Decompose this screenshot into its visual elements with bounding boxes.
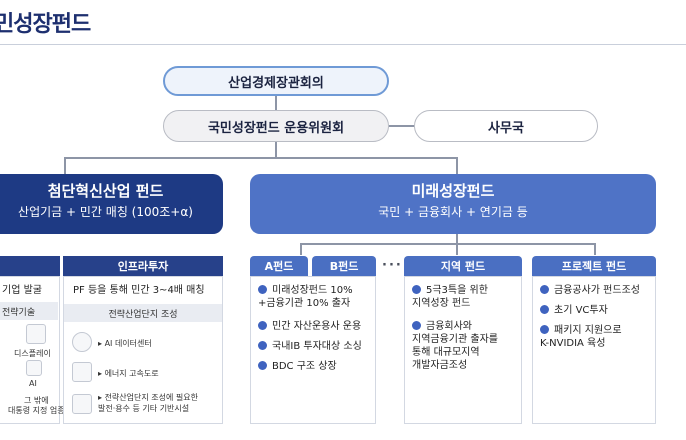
icon-label-ai: AI	[29, 379, 37, 388]
bullet-icon	[258, 341, 267, 350]
infra-row-power: ▸ 전략산업단지 조성에 필요한 발전·용수 등 기타 기반시설	[98, 393, 198, 413]
fund-steering-committee: 국민성장펀드 운용위원회	[163, 110, 389, 142]
bullet-icon	[258, 321, 267, 330]
project-item-2-text: 초기 VC투자	[554, 305, 608, 316]
ab-item-1: 미래성장펀드 10% +금융기관 10% 출자	[258, 284, 353, 310]
bullet-icon	[540, 325, 549, 334]
project-item-3-text: 패키지 지원으로 K-NVIDIA 육성	[540, 325, 622, 349]
future-growth-fund: 미래성장펀드 국민 + 금융회사 + 연기금 등	[250, 174, 656, 234]
connector-ab	[300, 243, 302, 255]
infra-power-label: 전략산업단지 조성에 필요한 발전·용수 등 기타 기반시설	[98, 393, 198, 413]
icon-label-display: 디스플레이	[14, 349, 51, 358]
more-funds-ellipsis: ···	[382, 258, 403, 273]
datacenter-icon	[72, 332, 92, 352]
project-item-1: 금융공사가 펀드조성	[540, 284, 640, 297]
connector-right-sub-horizontal	[300, 243, 596, 245]
ab-item-1-text: 미래성장펀드 10% +금융기관 10% 출자	[258, 285, 353, 309]
regional-item-2-text: 금융회사와 지역금융기관 출자를 통해 대규모지역 개발자금조성	[412, 321, 498, 371]
left-col1-item: 기업 발굴	[2, 285, 42, 296]
connector-top	[275, 96, 277, 110]
left-col2-header: 인프라투자	[63, 256, 223, 276]
future-growth-fund-subtitle: 국민 + 금융회사 + 연기금 등	[378, 205, 528, 219]
project-item-2: 초기 VC투자	[540, 304, 608, 317]
title-divider	[0, 44, 686, 45]
connector-committee-down	[275, 142, 277, 158]
regional-fund-header: 지역 펀드	[404, 256, 522, 276]
ab-item-3: 국내IB 투자대상 소싱	[258, 340, 362, 353]
ab-item-3-text: 국내IB 투자대상 소싱	[272, 341, 362, 352]
highway-icon	[72, 362, 92, 382]
fund-b-header: B펀드	[312, 256, 376, 276]
left-col2-item: PF 등을 통해 민간 3~4배 매칭	[73, 285, 205, 296]
ab-item-2: 민간 자산운용사 운용	[258, 320, 361, 333]
connector-horizontal	[64, 157, 458, 159]
advanced-industry-fund: 첨단혁신산업 펀드 산업기금 + 민간 매칭 (100조+α)	[0, 174, 223, 234]
connector-project	[594, 243, 596, 255]
page-title: 민성장펀드	[0, 12, 91, 37]
left-col1-panel	[0, 276, 60, 424]
ab-fund-panel	[250, 276, 376, 424]
icon-label-other-industries: 그 밖에 대통령 지정 업종	[8, 396, 65, 415]
bullet-icon	[258, 361, 267, 370]
advanced-industry-fund-title: 첨단혁신산업 펀드	[47, 182, 164, 200]
ab-item-4: BDC 구조 상장	[258, 360, 337, 373]
infra-highway-label: 에너지 고속도로	[104, 369, 159, 378]
secretariat: 사무국	[414, 110, 598, 142]
project-item-1-text: 금융공사가 펀드조성	[554, 285, 640, 296]
fund-a-header: A펀드	[250, 256, 308, 276]
ab-item-4-text: BDC 구조 상장	[272, 361, 337, 372]
advanced-industry-fund-subtitle: 산업기금 + 민간 매칭 (100조+α)	[18, 205, 193, 219]
bullet-icon	[412, 285, 421, 294]
infra-row-highway: ▸ 에너지 고속도로	[98, 369, 159, 378]
ai-icon	[26, 360, 42, 376]
connector-right-sub-stem	[456, 234, 458, 244]
future-growth-fund-title: 미래성장펀드	[411, 182, 495, 200]
project-fund-panel	[532, 276, 656, 424]
connector-regional	[456, 243, 458, 255]
power-plant-icon	[72, 394, 92, 414]
bullet-icon	[412, 321, 421, 330]
connector-left-drop	[64, 157, 66, 174]
bullet-icon	[258, 285, 267, 294]
regional-item-1: 5극3특을 위한 지역성장 펀드	[412, 284, 488, 310]
connector-right-drop	[456, 157, 458, 174]
project-fund-header: 프로젝트 펀드	[532, 256, 656, 276]
left-col2-band: 전략산업단지 조성	[64, 304, 222, 322]
ab-item-2-text: 민간 자산운용사 운용	[272, 321, 362, 332]
regional-item-1-text: 5극3특을 위한 지역성장 펀드	[412, 285, 488, 309]
regional-fund-panel	[404, 276, 522, 424]
economic-ministers-meeting: 산업경제장관회의	[163, 66, 389, 96]
regional-item-2: 금융회사와 지역금융기관 출자를 통해 대규모지역 개발자금조성	[412, 320, 498, 372]
infra-datacenter-label: AI 데이터센터	[104, 339, 152, 348]
display-icon	[26, 324, 46, 344]
project-item-3: 패키지 지원으로 K-NVIDIA 육성	[540, 324, 622, 350]
connector-committee-secretariat	[389, 125, 414, 127]
bullet-icon	[540, 305, 549, 314]
left-col1-band: 전략기술	[0, 302, 58, 320]
left-col1-header	[0, 256, 60, 276]
bullet-icon	[540, 285, 549, 294]
infra-row-datacenter: ▸ AI 데이터센터	[98, 339, 152, 348]
